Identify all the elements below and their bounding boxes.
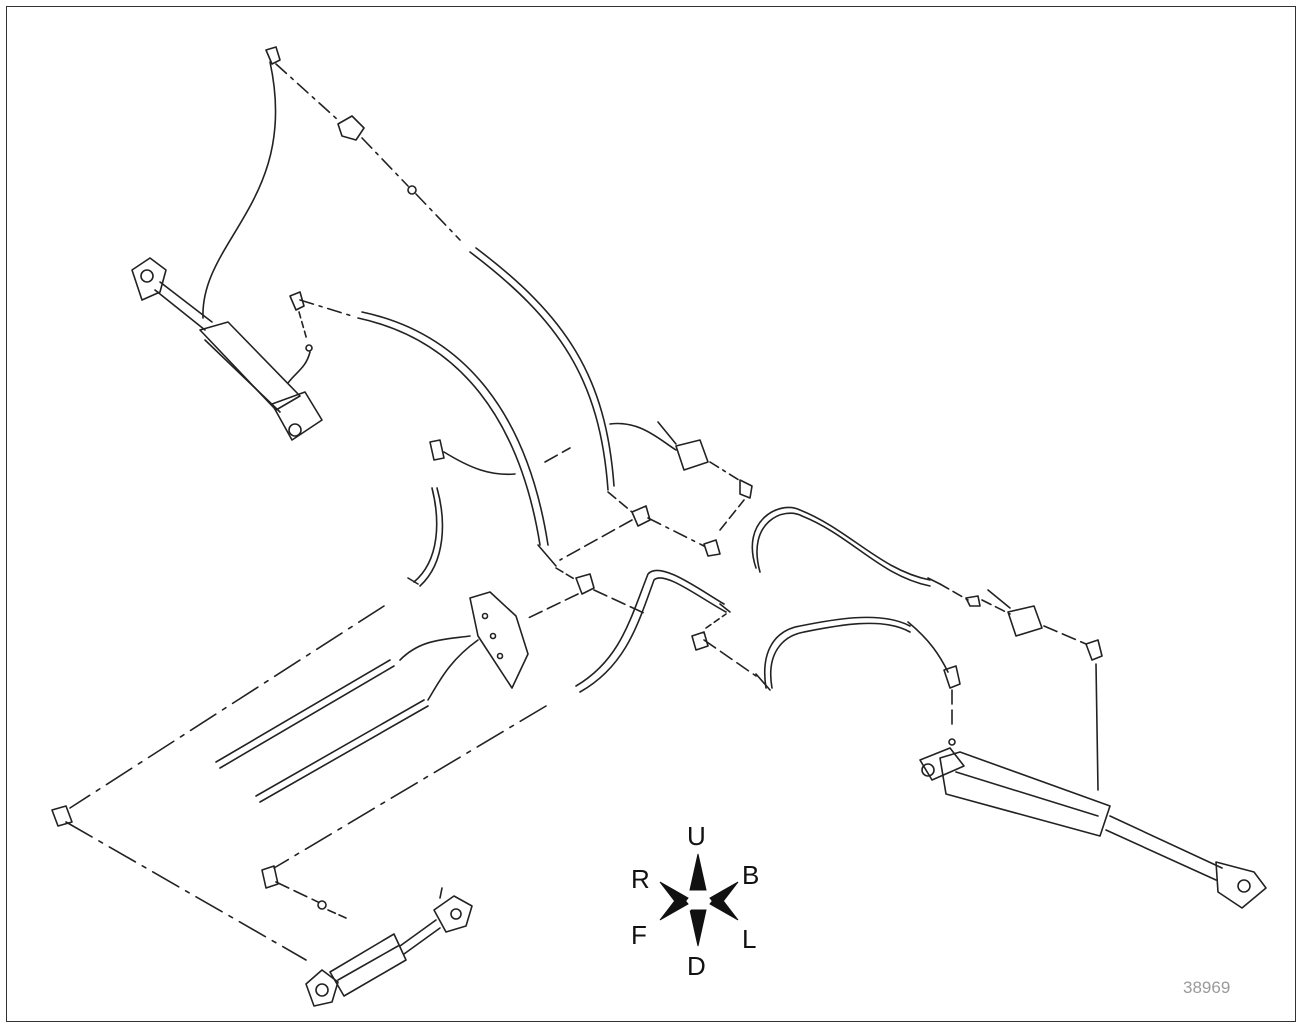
diagram-frame: [6, 6, 1296, 1022]
straight-tube-a: [215, 659, 391, 763]
compass-label-right: R: [631, 864, 650, 894]
right-lower-hose: [764, 616, 911, 689]
long-hose-a: [469, 251, 609, 491]
compass-arrow-left: [709, 893, 739, 921]
compass-label-up: U: [687, 821, 706, 851]
compass-arrow-down: [689, 909, 707, 947]
compass-arrow-up: [689, 853, 707, 891]
top-fittings: [265, 46, 417, 195]
right-valve: [987, 589, 1043, 637]
mounting-bracket: [469, 591, 529, 689]
right-upper-hose: [751, 506, 931, 581]
bottom-cylinder: [305, 887, 473, 1007]
long-hose-b: [357, 317, 541, 546]
compass-label-front: F: [631, 920, 647, 950]
upper-hose-curve: [202, 61, 277, 319]
orientation-compass: [659, 853, 739, 947]
figure-number: 38969: [1183, 978, 1231, 997]
short-bent-hose: [413, 487, 438, 583]
upper-left-cylinder: [131, 257, 323, 441]
compass-label-back: B: [742, 860, 760, 890]
compass-arrow-front: [659, 893, 689, 921]
compass-label-down: D: [687, 951, 706, 981]
straight-tube-b: [255, 699, 425, 797]
right-cylinder: [919, 747, 1267, 909]
bent-tube: [575, 569, 725, 687]
compass-label-left: L: [742, 924, 757, 954]
center-valve: [657, 421, 709, 471]
